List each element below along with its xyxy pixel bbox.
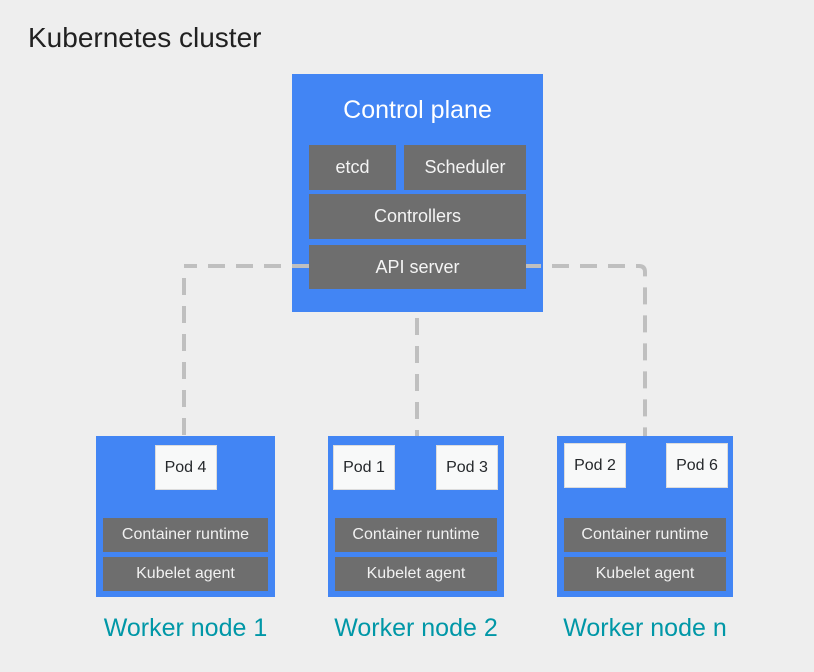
worker-node-n-label: Worker node n [563, 614, 727, 642]
worker-node-1-pods: Pod 4 [101, 445, 270, 490]
worker-node-1-label: Worker node 1 [103, 614, 268, 642]
control-plane-box: Control plane etcd Scheduler Controllers… [292, 74, 543, 312]
kubelet-agent-label: Kubelet agent [366, 565, 466, 582]
worker-node-2-box: Pod 1 Pod 3 Container runtime Kubelet ag… [328, 436, 504, 597]
pod-box: Pod 3 [436, 445, 498, 490]
container-runtime-box: Container runtime [335, 518, 497, 552]
pod-label: Pod 4 [164, 458, 207, 476]
pod-box: Pod 4 [154, 445, 217, 490]
pod-label: Pod 1 [343, 458, 385, 476]
worker-node-2-pods: Pod 1 Pod 3 [333, 445, 498, 490]
scheduler-label: Scheduler [424, 157, 506, 177]
api-server-label: API server [375, 256, 460, 277]
kubelet-agent-label: Kubelet agent [595, 565, 695, 582]
worker-node-1-box: Pod 4 Container runtime Kubelet agent [96, 436, 275, 597]
worker-node-n-box: Pod 2 Pod 6 Container runtime Kubelet ag… [557, 436, 733, 597]
pod-label: Pod 6 [676, 456, 718, 474]
pod-label: Pod 2 [574, 456, 616, 474]
kubelet-agent-label: Kubelet agent [136, 565, 235, 582]
etcd-box: etcd [309, 145, 396, 190]
pod-box: Pod 1 [333, 445, 395, 490]
scheduler-box: Scheduler [404, 145, 526, 190]
pod-box: Pod 2 [564, 443, 626, 488]
etcd-label: etcd [335, 157, 370, 177]
container-runtime-box: Container runtime [103, 518, 268, 552]
page-title: Kubernetes cluster [28, 22, 262, 53]
kubelet-agent-box: Kubelet agent [103, 557, 268, 591]
controllers-box: Controllers [309, 194, 526, 239]
container-runtime-label: Container runtime [352, 526, 480, 543]
container-runtime-label: Container runtime [581, 526, 709, 543]
kubelet-agent-box: Kubelet agent [335, 557, 497, 591]
controllers-label: Controllers [373, 206, 462, 226]
control-plane-title: Control plane [343, 96, 492, 124]
pod-label: Pod 3 [446, 458, 488, 476]
worker-node-n-pods: Pod 2 Pod 6 [564, 443, 728, 488]
pod-box: Pod 6 [666, 443, 728, 488]
container-runtime-box: Container runtime [564, 518, 726, 552]
worker-node-2-label: Worker node 2 [334, 614, 498, 642]
kubelet-agent-box: Kubelet agent [564, 557, 726, 591]
container-runtime-label: Container runtime [121, 526, 250, 543]
api-server-box: API server [309, 245, 526, 289]
